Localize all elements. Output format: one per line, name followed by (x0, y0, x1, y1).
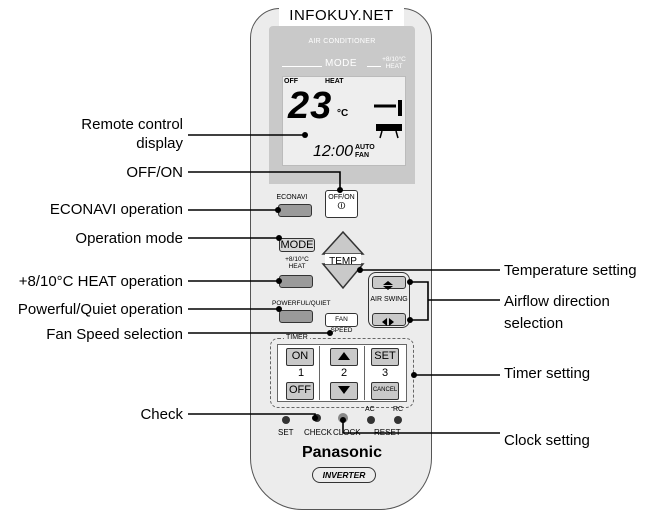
off-on-button[interactable]: OFF/ON ⏼ (325, 190, 358, 218)
left-right-arrow-icon (382, 318, 394, 326)
callout-off-on: OFF/ON (126, 164, 183, 181)
leader-off-on (188, 171, 341, 190)
ac-reset-button[interactable] (367, 416, 375, 424)
callout-clock: Clock setting (504, 432, 590, 449)
timer-on-button[interactable]: ON (286, 348, 314, 366)
leader-check (188, 413, 316, 418)
timer-up-button[interactable] (330, 348, 358, 366)
power-icon: ⏼ (337, 201, 346, 212)
lcd-off-indicator: OFF (284, 78, 298, 85)
econavi-label: ECONAVI (276, 194, 308, 201)
mode-line-left (282, 66, 322, 67)
lcd-temperature: 23 (288, 85, 333, 127)
brand-logo: Panasonic (301, 444, 383, 461)
mode-header: MODE (325, 58, 357, 69)
powerful-quiet-button[interactable] (279, 310, 313, 323)
callout-check: Check (140, 406, 183, 423)
timer-divider-1 (319, 346, 320, 400)
callout-fan-speed: Fan Speed selection (46, 326, 183, 343)
leader-airswing-bracket (410, 281, 429, 321)
timer-set-button[interactable]: SET (371, 348, 399, 366)
air-swing-label: AIR SWING (370, 296, 408, 303)
air-swing-frame (368, 272, 410, 328)
set-button[interactable] (282, 416, 290, 424)
callout-powerful-quiet: Powerful/Quiet operation (17, 301, 183, 318)
down-arrow-icon (338, 386, 350, 394)
lcd-swing-icon (374, 100, 402, 139)
timer-col-2: 2 (340, 367, 348, 379)
timer-cancel-button[interactable]: CANCEL (371, 382, 399, 400)
callout-airflow: Airflow direction selection (504, 293, 610, 332)
leader-clock (342, 420, 500, 434)
off-on-label: OFF/ON (328, 194, 355, 201)
lcd-unit: °C (337, 108, 349, 119)
callout-econavi: ECONAVI operation (49, 201, 183, 218)
callout-timer: Timer setting (504, 365, 591, 382)
set-label: SET (278, 428, 294, 437)
callout-operation-mode: Operation mode (75, 230, 183, 247)
powerful-quiet-label: POWERFUL/QUIET (272, 300, 331, 307)
inverter-badge: INVERTER (312, 467, 376, 483)
air-swing-horizontal-button[interactable] (372, 313, 406, 326)
lcd-auto-fan: AUTO FAN (355, 144, 375, 159)
heat-label: +8/10°C HEAT (285, 256, 309, 270)
lcd-heat-indicator: HEAT (325, 78, 344, 85)
temp-button[interactable] (321, 230, 365, 290)
air-swing-vertical-button[interactable] (372, 276, 406, 290)
timer-label: TIMER (284, 334, 310, 341)
check-label: CHECK (304, 428, 333, 437)
callout-heat-operation: +8/10°C HEAT operation (18, 273, 183, 290)
lcd-screen (282, 76, 406, 166)
timer-divider-2 (364, 346, 365, 400)
lcd-time: 12:00 (313, 143, 354, 160)
callout-temperature: Temperature setting (504, 262, 637, 279)
timer-col-1: 1 (297, 367, 305, 379)
rc-label: RC (393, 406, 404, 413)
ac-label: AC (365, 406, 375, 413)
timer-off-button[interactable]: OFF (286, 382, 314, 400)
rc-reset-button[interactable] (394, 416, 402, 424)
timer-down-button[interactable] (330, 382, 358, 400)
mode-line-right (367, 66, 381, 67)
up-down-arrow-icon (383, 281, 393, 290)
mode-button[interactable]: MODE (279, 238, 315, 252)
heat-tag: +8/10°C HEAT (382, 56, 406, 70)
up-arrow-icon (338, 352, 350, 360)
watermark: INFOKUY.NET (279, 6, 404, 26)
fan-speed-button[interactable]: FAN SPEED (325, 313, 358, 334)
timer-col-3: 3 (381, 367, 389, 379)
callout-remote-display: Remote control display (81, 116, 183, 152)
screen-title: AIR CONDITIONER (308, 38, 376, 45)
temp-label: TEMP (329, 256, 357, 267)
